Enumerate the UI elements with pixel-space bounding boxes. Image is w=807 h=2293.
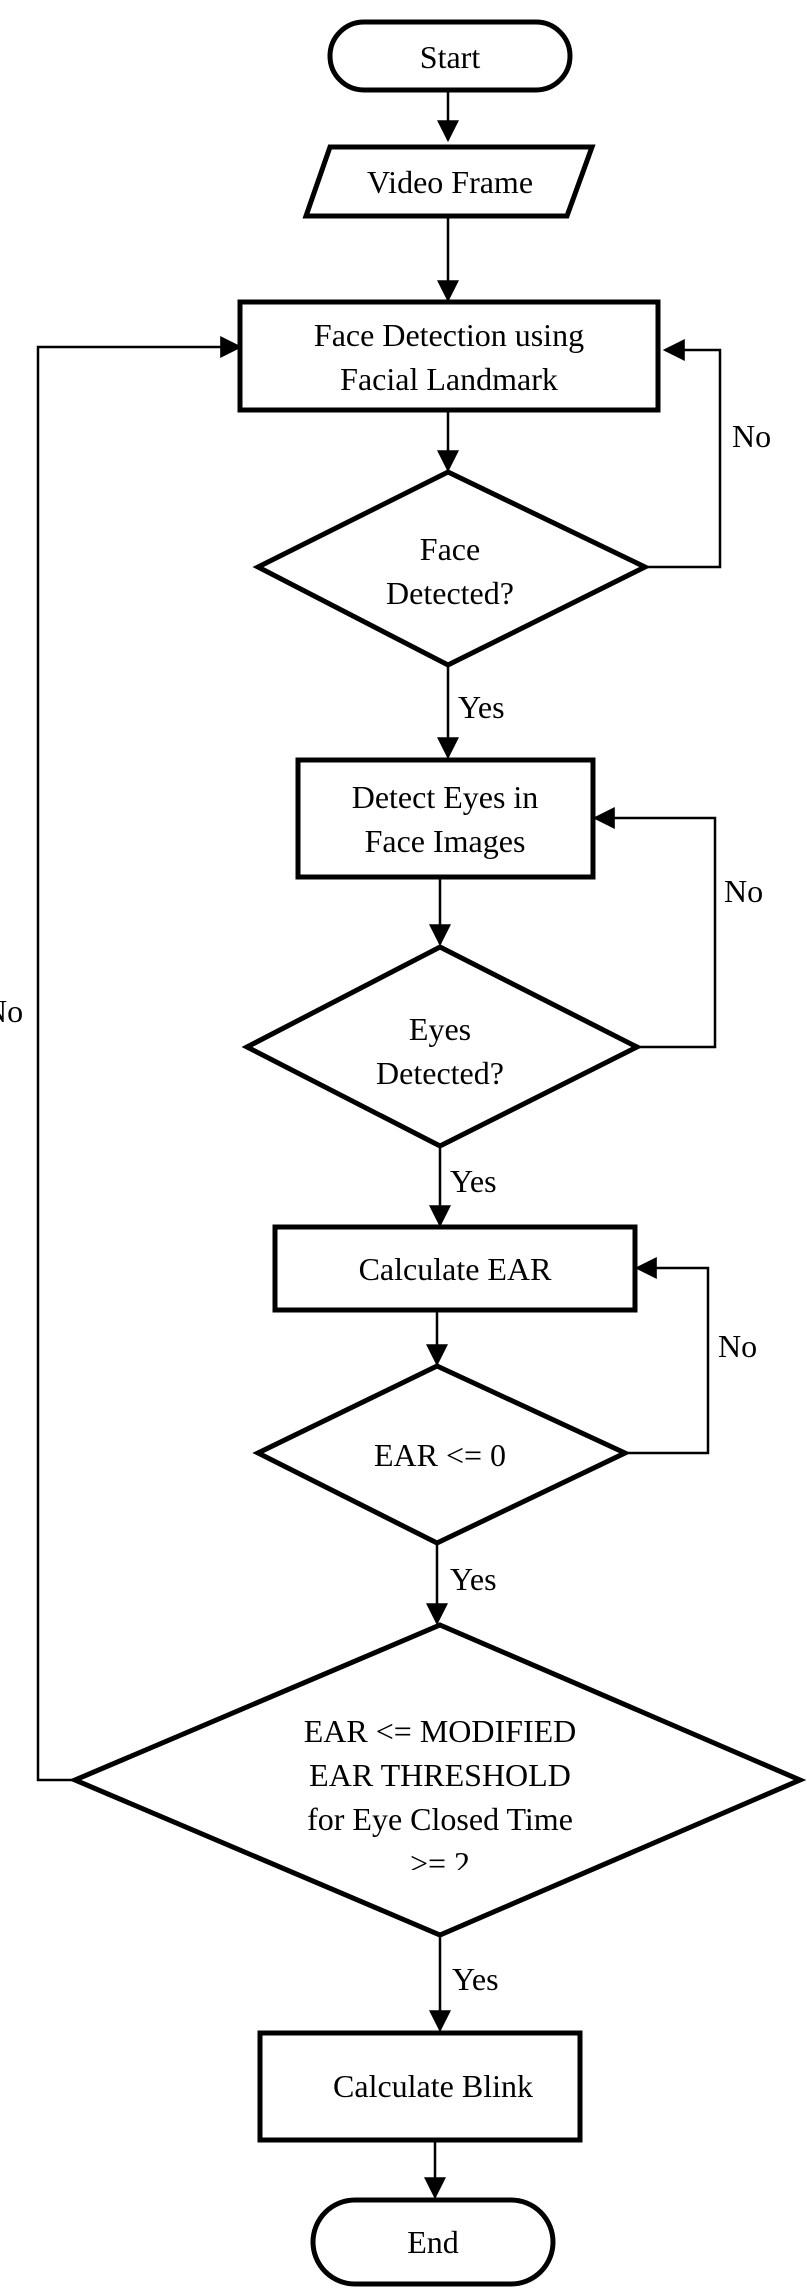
edge-label-ear-yes: Yes xyxy=(450,1561,497,1597)
face-detection-label-line1: Face Detection using xyxy=(314,317,584,353)
edge-label-eyes-yes: Yes xyxy=(450,1163,497,1199)
video-frame-label: Video Frame xyxy=(367,164,533,200)
edge-label-face-yes: Yes xyxy=(458,689,505,725)
edge-label-threshold-no: No xyxy=(0,993,23,1029)
ear-threshold-label-line1: EAR <= MODIFIED xyxy=(304,1713,577,1749)
arrow-ear-no-loop xyxy=(625,1257,710,1455)
face-detected-decision: Face Detected? xyxy=(252,469,651,668)
end-label: End xyxy=(407,2224,459,2260)
edge-label-face-no: No xyxy=(732,418,771,454)
ear-threshold-label-line4: >= 2 xyxy=(410,1845,470,1881)
start-label: Start xyxy=(420,39,481,75)
ear-threshold-label-line2: EAR THRESHOLD xyxy=(309,1757,571,1793)
arrow-eyes-no-loop xyxy=(592,807,717,1049)
ear-check-decision: EAR <= 0 xyxy=(252,1363,631,1546)
eyes-detected-label-line2: Detected? xyxy=(376,1055,504,1091)
edge-labels: No Yes No Yes No Yes Yes No xyxy=(0,418,771,1997)
eyes-detected-label-line1: Eyes xyxy=(409,1011,471,1047)
calculate-blink-label: Calculate Blink xyxy=(333,2068,533,2104)
ear-check-label: EAR <= 0 xyxy=(374,1437,506,1473)
detect-eyes-process: Detect Eyes in Face Images xyxy=(295,757,596,880)
arrow-threshold-no-loop xyxy=(36,336,243,1782)
face-detection-label-line2: Facial Landmark xyxy=(340,361,558,397)
edge-label-ear-no: No xyxy=(718,1328,757,1364)
edge-label-eyes-no: No xyxy=(724,873,763,909)
calculate-ear-label: Calculate EAR xyxy=(359,1251,552,1287)
calculate-blink-process: Calculate Blink xyxy=(257,2030,583,2143)
ear-threshold-decision: EAR <= MODIFIED EAR THRESHOLD for Eye Cl… xyxy=(68,1622,807,1938)
eyes-detected-decision: Eyes Detected? xyxy=(241,944,643,1149)
face-detected-label-line2: Detected? xyxy=(386,575,514,611)
detect-eyes-label-line2: Face Images xyxy=(365,823,526,859)
video-frame-input: Video Frame xyxy=(302,144,596,219)
detect-eyes-label-line1: Detect Eyes in xyxy=(352,779,539,815)
start-terminal: Start xyxy=(327,19,573,93)
connectors xyxy=(36,90,722,2200)
edge-label-threshold-yes: Yes xyxy=(452,1961,499,1997)
calculate-ear-process: Calculate EAR xyxy=(272,1224,638,1313)
arrow-face-no-loop xyxy=(645,339,722,569)
end-terminal: End xyxy=(310,2197,556,2287)
face-detected-label-line1: Face xyxy=(420,531,480,567)
face-detection-process: Face Detection using Facial Landmark xyxy=(237,299,661,413)
ear-threshold-label-line3: for Eye Closed Time xyxy=(307,1801,573,1837)
